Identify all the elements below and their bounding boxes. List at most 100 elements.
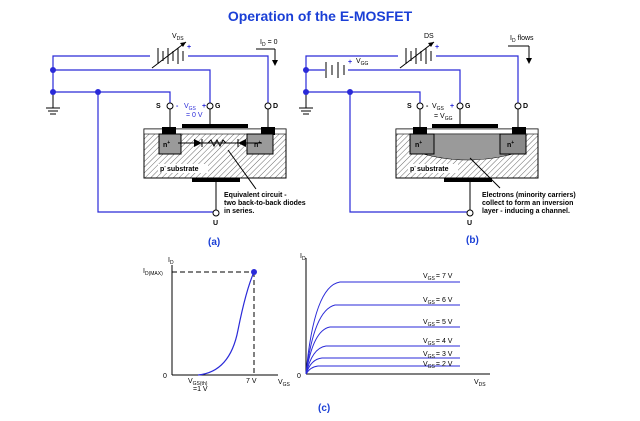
- vgs-label: VGS: [184, 103, 197, 112]
- body-contact: [444, 178, 492, 182]
- vds-label: VDS: [172, 33, 184, 42]
- vds-label: DS: [424, 33, 434, 40]
- drain-label: D: [273, 103, 278, 110]
- curve-label-vgs-7: VGS= 7 V: [423, 273, 453, 282]
- output-curves-graph: ID 0 VDS VGS= 7 V VGS= 6 V VGS= 5 V VGS=…: [297, 253, 490, 388]
- vds-plus: +: [187, 44, 191, 51]
- note-line-1: Equivalent circuit -: [224, 192, 287, 199]
- curve-vgs-5: [305, 326, 460, 375]
- n-plus-source: [158, 133, 182, 155]
- max-point: [251, 269, 257, 275]
- drain-contact: [261, 127, 275, 135]
- n-plus-drain: [499, 133, 527, 155]
- n-plus-drain-label: n+: [507, 140, 514, 149]
- body-label: U: [213, 220, 218, 227]
- transfer-curve: [197, 271, 255, 376]
- curve-vgs-7: [305, 281, 460, 375]
- origin-label: 0: [163, 373, 167, 380]
- node-dot: [347, 89, 353, 95]
- drain-terminal: [514, 102, 522, 110]
- vth-label: VGS(th): [188, 378, 208, 387]
- source-contact: [413, 127, 427, 135]
- page-title: Operation of the E-MOSFET: [228, 8, 413, 24]
- vgg-battery-icon: [325, 62, 345, 78]
- caption-a: (a): [208, 237, 220, 248]
- source-contact: [162, 127, 176, 135]
- note-pointer: [469, 157, 501, 189]
- curve-label-vgs-6: VGS= 6 V: [423, 297, 453, 306]
- oxide-layer: [143, 128, 287, 135]
- curve-vgs-2: [305, 365, 460, 375]
- vgs-equals-vgg: = VGG: [434, 113, 453, 122]
- note-line-1: Electrons (minority carriers): [482, 192, 576, 199]
- curve-label-vgs-3: VGS= 3 V: [423, 351, 453, 360]
- gate-terminal: [456, 102, 464, 110]
- y-axis-label: ID: [300, 253, 306, 262]
- note-line-3: in series.: [224, 208, 254, 215]
- body-contact: [192, 178, 240, 182]
- arrow-down-icon: [526, 58, 532, 64]
- substrate-label: p-substrate: [410, 164, 449, 173]
- vgs-minus: -: [426, 103, 429, 110]
- back-to-back-diodes-icon: [178, 138, 262, 148]
- source-label: S: [156, 103, 161, 110]
- body-terminal: [466, 209, 474, 217]
- gate-terminal: [206, 102, 214, 110]
- note-line-2: two back-to-back diodes: [224, 200, 306, 207]
- x-axis-label: VGS: [278, 379, 291, 388]
- curve-label-vgs-5: VGS= 5 V: [423, 319, 453, 328]
- gate-label: G: [465, 103, 471, 110]
- substrate-label: p-substrate: [160, 164, 199, 173]
- ground-icon: [46, 107, 60, 115]
- n-plus-source-label: n+: [163, 140, 170, 149]
- note-pointer: [227, 149, 257, 190]
- source-terminal: [416, 102, 424, 110]
- gate-label: G: [215, 103, 221, 110]
- n-plus-drain: [246, 133, 274, 155]
- body-terminal: [212, 209, 220, 217]
- vgs-label: VGS: [432, 103, 445, 112]
- v7-label: 7 V: [246, 378, 257, 385]
- vgg-label: VGG: [356, 58, 369, 67]
- note-line-2: collect to form an inversion: [482, 200, 573, 207]
- vgs-plus: +: [450, 103, 454, 110]
- curve-vgs-3: [305, 357, 460, 375]
- y-axis-label: ID: [168, 257, 174, 266]
- drain-terminal: [264, 102, 272, 110]
- node-dot: [95, 89, 101, 95]
- node-dot: [50, 67, 56, 73]
- drain-label: D: [523, 103, 528, 110]
- vth-value: =1 V: [193, 386, 208, 393]
- panel-a: VDS + ID= 0 S G D - VGS + = 0 V n+ n+: [46, 33, 306, 248]
- vds-battery-icon: [399, 41, 435, 69]
- note-line-3: layer - inducing a channel.: [482, 208, 570, 215]
- vgs-value: = 0 V: [186, 112, 203, 119]
- node-dot: [303, 67, 309, 73]
- curve-label-vgs-4: VGS= 4 V: [423, 338, 453, 347]
- vgg-plus: +: [348, 59, 352, 66]
- gate-metal: [182, 124, 248, 128]
- y-max-label: ID(MAX): [143, 268, 163, 277]
- vds-plus: +: [435, 44, 439, 51]
- id-label: ID= 0: [260, 39, 278, 48]
- curve-vgs-4: [305, 345, 460, 375]
- curve-vgs-6: [305, 304, 460, 375]
- x-axis-label: VDS: [474, 379, 486, 388]
- vgs-plus: +: [202, 103, 206, 110]
- body-label: U: [467, 220, 472, 227]
- vgs-minus: -: [176, 103, 179, 110]
- source-label: S: [407, 103, 412, 110]
- ground-icon: [299, 107, 313, 115]
- node-dot: [50, 89, 56, 95]
- gate-metal: [432, 124, 498, 128]
- caption-b: (b): [466, 235, 479, 246]
- arrow-down-icon: [272, 60, 278, 66]
- n-plus-source-label: n+: [415, 140, 422, 149]
- source-terminal: [166, 102, 174, 110]
- vds-battery-icon: [151, 41, 187, 69]
- n-plus-source: [409, 133, 435, 155]
- transfer-curve-graph: ID ID(MAX) 0 VGS(th) =1 V 7 V VGS: [143, 257, 291, 393]
